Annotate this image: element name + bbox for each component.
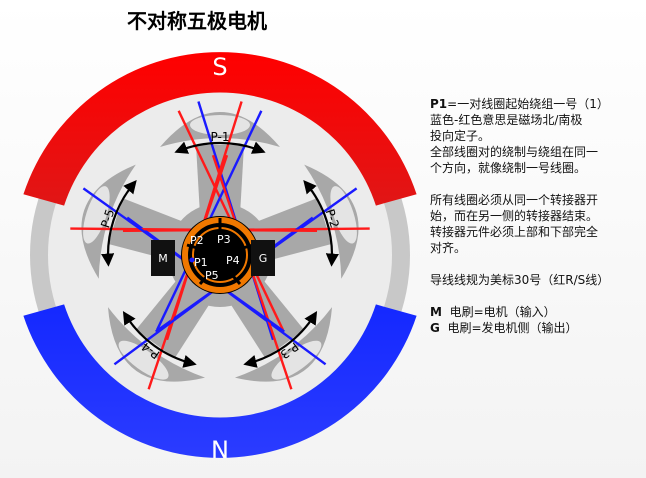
legend-m: M 电刷=电机（输入） xyxy=(430,304,642,320)
note-key-p1: P1 xyxy=(430,97,448,111)
pitch-arrow xyxy=(303,179,339,267)
brush-m-label: M xyxy=(158,252,168,265)
pitch-arrow xyxy=(174,141,266,154)
commutator-gap xyxy=(186,243,198,250)
legend-m-text: 电刷=电机（输入） xyxy=(449,305,556,319)
brush-g-label: G xyxy=(259,252,268,265)
note-line-8: 转接器元件必须上部和下部完全 xyxy=(430,225,599,239)
note-line-1: P1=一对线圈起始绕组一号（1） xyxy=(430,96,642,112)
note-line-6: 所有线圈必须从同一个转接器开 xyxy=(430,193,599,207)
commutator-label-p3: P3 xyxy=(217,233,231,246)
south-pole-label: S xyxy=(212,53,227,81)
north-pole-magnet xyxy=(23,304,417,458)
pitch-label: P-5 xyxy=(98,207,117,229)
north-pole-label: N xyxy=(211,436,229,464)
pitch-arrow xyxy=(243,310,318,368)
note-line-1-text: =一对线圈起始绕组一号（1） xyxy=(447,97,609,111)
legend-g-text: 电刷=发电机侧（输出） xyxy=(447,321,578,335)
note-line-3: 投向定子。 xyxy=(430,129,491,143)
start-dot xyxy=(189,257,195,263)
commutator-label-p4: P4 xyxy=(226,254,240,267)
brush-g xyxy=(251,240,275,276)
pitch-arrow xyxy=(122,310,197,368)
legend-m-key: M xyxy=(430,305,442,319)
brush-m xyxy=(151,240,175,276)
legend-g-key: G xyxy=(430,321,440,335)
notes-panel: P1=一对线圈起始绕组一号（1） 蓝色-红色意思是磁场北/南极 投向定子。 全部… xyxy=(430,96,642,336)
commutator: P1 P2 P3 P4 P5 xyxy=(181,216,259,294)
note-line-9: 对齐。 xyxy=(430,241,467,255)
commutator-gap xyxy=(198,275,209,285)
note-line-10: 导线线规为美标30号（红R/S线） xyxy=(430,273,610,287)
note-line-7: 始，而在另一侧的转接器结束。 xyxy=(430,209,599,223)
pitch-label: P-2 xyxy=(323,207,342,229)
commutator-label-p2: P2 xyxy=(190,234,204,247)
south-pole-magnet xyxy=(23,52,417,206)
note-line-4: 全部线圈对的绕制与绕组在同一 xyxy=(430,145,599,159)
commutator-label-p1: P1 xyxy=(194,256,208,269)
rotor-pole-shoe xyxy=(81,164,136,279)
note-line-5: 个方向，就像绕制一号线圈。 xyxy=(430,161,587,175)
legend-g: G 电刷=发电机侧（输出） xyxy=(430,320,642,336)
motor-diagram: S N P-1P-2P-3P-4P-5 P1 P2 P3 P4 P5 xyxy=(23,52,417,464)
page-title: 不对称五极电机 xyxy=(127,9,267,33)
rotor-pole-shoe xyxy=(304,164,359,279)
rotor-arm-neck xyxy=(196,145,244,215)
pitch-label: P-1 xyxy=(211,130,230,144)
note-line-2: 蓝色-红色意思是磁场北/南极 xyxy=(430,113,583,127)
pitch-arrow xyxy=(101,179,137,267)
commutator-label-p5: P5 xyxy=(205,269,219,282)
commutator-gap xyxy=(231,275,242,285)
